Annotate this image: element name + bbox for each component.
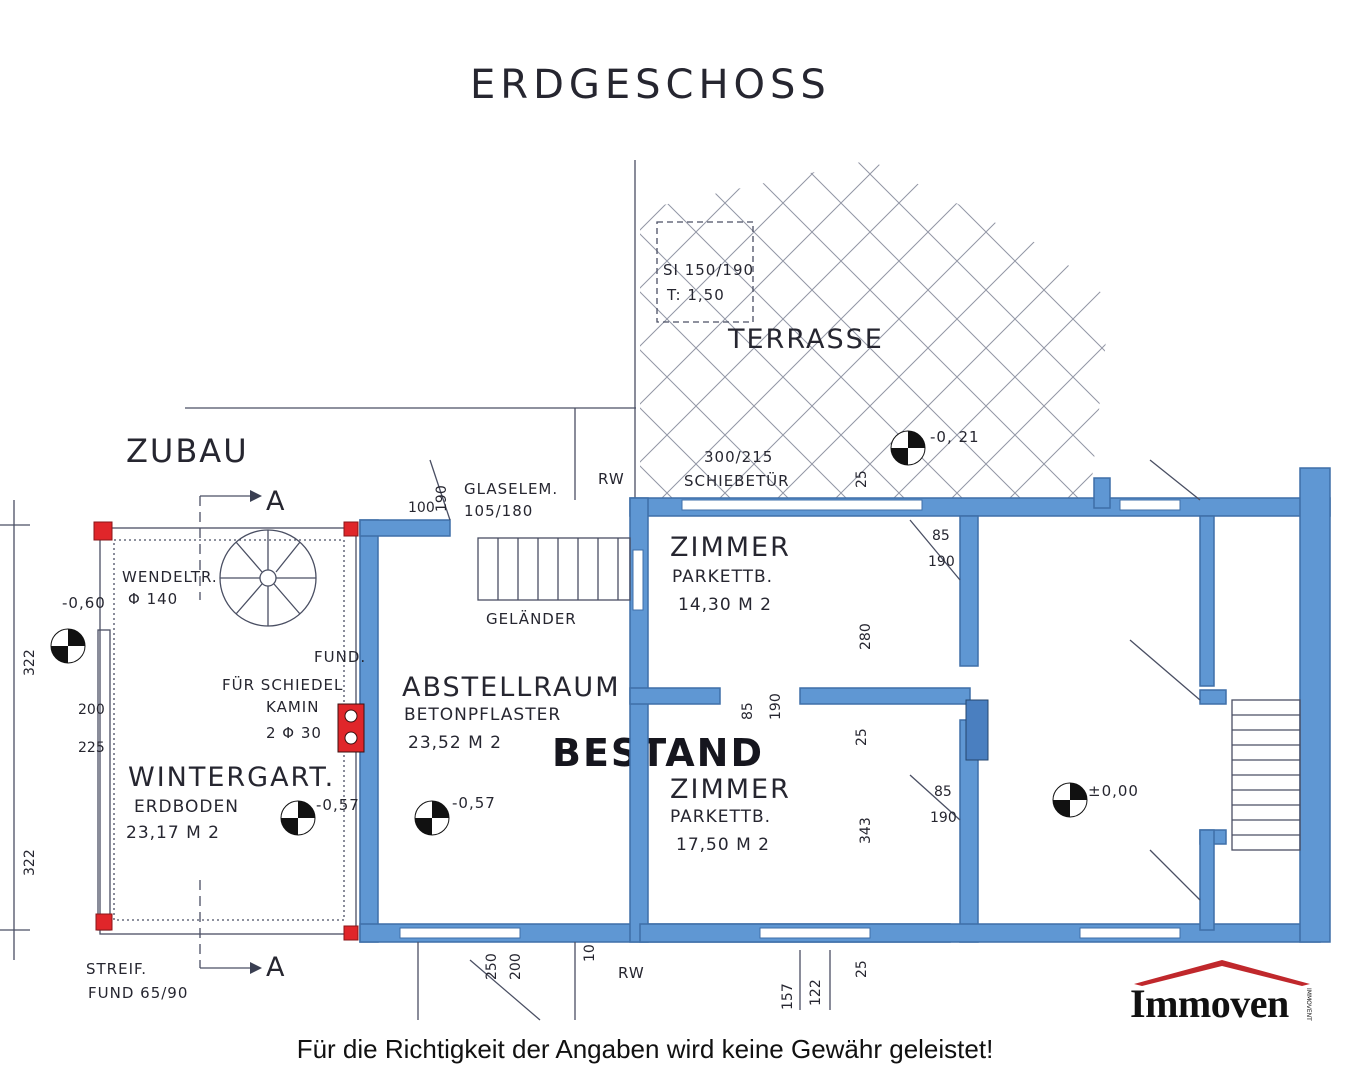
kamin-label-2: KAMIN bbox=[266, 698, 319, 716]
abstellraum-floor: BETONPFLASTER bbox=[404, 705, 561, 725]
svg-text:85: 85 bbox=[934, 784, 952, 800]
svg-text:-0,57: -0,57 bbox=[316, 796, 360, 814]
spiral-stair bbox=[219, 529, 317, 627]
wintergarten-name: WINTERGART. bbox=[128, 762, 335, 793]
si-label-2: T: 1,50 bbox=[666, 286, 725, 304]
wendeltreppe-dia: Φ 140 bbox=[128, 590, 178, 608]
abstellraum-name: ABSTELLRAUM bbox=[402, 672, 621, 703]
zimmer1-area: 14,30 M 2 bbox=[678, 595, 772, 615]
bestand-label: BESTAND bbox=[552, 731, 764, 775]
svg-text:-0,57: -0,57 bbox=[452, 794, 496, 812]
wintergarten-floor: ERDBODEN bbox=[134, 797, 239, 817]
svg-text:190: 190 bbox=[930, 810, 957, 826]
rw-top-label: RW bbox=[598, 470, 625, 488]
svg-text:280: 280 bbox=[858, 623, 874, 650]
streif-label-2: FUND 65/90 bbox=[88, 984, 188, 1002]
chimney bbox=[337, 699, 989, 761]
svg-text:250: 250 bbox=[484, 953, 500, 980]
svg-text:A: A bbox=[266, 952, 286, 983]
terrace-label: TERRASSE bbox=[727, 324, 884, 355]
logo-tag: IMMOVENT bbox=[1305, 988, 1312, 1021]
zimmer2-area: 17,50 M 2 bbox=[676, 835, 770, 855]
section-marker-top: A bbox=[199, 486, 286, 600]
svg-text:-0,60: -0,60 bbox=[62, 594, 106, 612]
svg-text:157: 157 bbox=[780, 983, 796, 1010]
dimension-labels: 100 190 85 190 25 280 85 190 25 343 85 1… bbox=[22, 470, 957, 1010]
si-label-1: SI 150/190 bbox=[663, 261, 754, 279]
level-marker-abstellraum: -0,57 bbox=[414, 794, 496, 836]
section-marker-bottom: A bbox=[199, 880, 286, 983]
wintergarten-area: 23,17 M 2 bbox=[126, 823, 220, 843]
svg-text:190: 190 bbox=[434, 485, 450, 512]
svg-text:122: 122 bbox=[808, 979, 824, 1006]
svg-text:85: 85 bbox=[740, 702, 756, 720]
zimmer1-floor: PARKETTB. bbox=[672, 567, 773, 587]
plan-title: ERDGESCHOSS bbox=[470, 62, 831, 108]
level-marker-west: -0,60 bbox=[50, 594, 106, 664]
svg-text:190: 190 bbox=[928, 554, 955, 570]
immovent-logo: Immoven IMMOVENT bbox=[1122, 958, 1322, 1028]
logo-wordmark: Immoven bbox=[1130, 981, 1289, 1026]
svg-text:85: 85 bbox=[932, 528, 950, 544]
zimmer2-name: ZIMMER bbox=[670, 774, 791, 805]
abstellraum-area: 23,52 M 2 bbox=[408, 733, 502, 753]
zimmer2-floor: PARKETTB. bbox=[670, 807, 771, 827]
svg-text:343: 343 bbox=[858, 817, 874, 844]
streif-label-1: STREIF. bbox=[86, 960, 147, 978]
stair-abstellraum bbox=[477, 537, 631, 601]
glaselement-label-2: 105/180 bbox=[464, 502, 533, 520]
svg-text:25: 25 bbox=[854, 470, 870, 488]
wall-openings bbox=[399, 499, 1181, 939]
level-marker-east: ±0,00 bbox=[1052, 782, 1139, 818]
svg-text:25: 25 bbox=[854, 728, 870, 746]
rw-bottom-label: RW bbox=[618, 964, 645, 982]
svg-text:±0,00: ±0,00 bbox=[1088, 782, 1139, 800]
fund-label: FUND. bbox=[314, 648, 366, 666]
wendeltreppe-label: WENDELTR. bbox=[122, 568, 218, 586]
dimension-lines bbox=[0, 407, 831, 1020]
zubau-label: ZUBAU bbox=[126, 432, 249, 470]
svg-text:200: 200 bbox=[508, 953, 524, 980]
level-marker-wintergarten: -0,57 bbox=[280, 796, 360, 836]
svg-text:225: 225 bbox=[78, 740, 105, 756]
svg-text:-0, 21: -0, 21 bbox=[930, 428, 980, 446]
svg-text:322: 322 bbox=[22, 849, 38, 876]
zimmer1-name: ZIMMER bbox=[670, 532, 791, 563]
glaselement-label-1: GLASELEM. bbox=[464, 480, 558, 498]
svg-text:A: A bbox=[266, 486, 286, 517]
svg-text:25: 25 bbox=[854, 960, 870, 978]
disclaimer: Für die Richtigkeit der Angaben wird kei… bbox=[296, 1034, 994, 1064]
schiebetuer-label: SCHIEBETÜR bbox=[684, 471, 790, 490]
roof-icon bbox=[1134, 960, 1310, 986]
terrace-box bbox=[656, 221, 754, 323]
svg-text:200: 200 bbox=[78, 702, 105, 718]
svg-text:190: 190 bbox=[768, 693, 784, 720]
door-swings bbox=[429, 459, 1201, 1021]
gelaender-label: GELÄNDER bbox=[486, 609, 577, 628]
svg-text:322: 322 bbox=[22, 649, 38, 676]
level-marker-terrasse: -0, 21 bbox=[890, 428, 980, 466]
corner-posts bbox=[93, 521, 359, 941]
svg-text:10: 10 bbox=[582, 944, 598, 962]
svg-text:100: 100 bbox=[408, 500, 435, 516]
kamin-label-3: 2 Φ 30 bbox=[266, 724, 322, 742]
schiebetuer-dim: 300/215 bbox=[704, 448, 773, 466]
stair-east bbox=[1231, 699, 1301, 851]
kamin-label-1: FÜR SCHIEDEL bbox=[222, 675, 343, 694]
